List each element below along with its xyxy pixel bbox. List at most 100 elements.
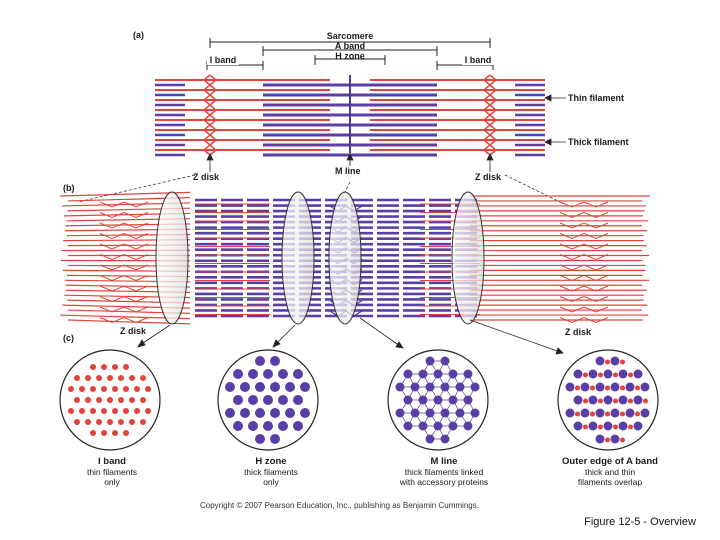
thick-filament-dot	[633, 395, 643, 405]
thick-filament-dot	[595, 382, 605, 392]
thin-filament-dot	[107, 397, 113, 403]
caption-i-band-line1: thin filaments	[86, 467, 138, 477]
thin-filament-dot	[598, 424, 603, 430]
z-disk-lattice	[559, 222, 609, 229]
thick-filament-dot	[565, 408, 575, 418]
z-disk-lattice	[559, 232, 609, 240]
thin-filament-label: Thin filament	[568, 93, 624, 103]
panel-b-3d-bundle	[59, 191, 650, 325]
thick-filament-dot	[588, 395, 598, 405]
thick-filament-dot	[633, 369, 643, 379]
thick-filament-dot	[433, 395, 443, 405]
thin-filament-dot	[118, 375, 124, 381]
panel-c-cross-sections	[59, 349, 659, 451]
z-disk-lattice	[559, 264, 609, 271]
thin-filament-dot	[598, 372, 603, 378]
thick-filament-dot	[448, 421, 458, 431]
thin-filament-dot	[96, 375, 102, 381]
copyright-notice: Copyright © 2007 Pearson Education, Inc.…	[200, 501, 479, 510]
thick-filament-dot	[410, 382, 420, 392]
disc-m-line	[328, 191, 362, 325]
z-disk-right-a-label: Z disk	[475, 172, 502, 182]
thin-filament-dot	[134, 386, 140, 392]
z-disk-lattice	[99, 232, 149, 240]
thick-filament-dot	[618, 395, 628, 405]
thin-filament-dot	[74, 375, 80, 381]
thin-filament-dot	[79, 386, 85, 392]
thin-filament-dot	[96, 419, 102, 425]
z-disk	[488, 74, 498, 156]
thick-filament-dot	[233, 369, 243, 379]
thin-filament-dot	[85, 397, 91, 403]
caption-m-line-line2: with accessory proteins	[399, 477, 489, 487]
thin-filament-dot	[129, 397, 135, 403]
caption-i-band: I band thin filaments only	[57, 457, 167, 488]
thick-filament-dot	[248, 369, 258, 379]
thin-filament-dot	[140, 375, 146, 381]
thick-filament-dot	[418, 421, 428, 431]
thin-filament-dot	[583, 424, 588, 430]
thick-filament-dot	[293, 369, 303, 379]
panel-a-sarcomere	[155, 74, 545, 157]
thick-filament-dot	[425, 382, 435, 392]
caption-a-band-edge-line1: thick and thin	[584, 467, 636, 477]
thick-filament-dot	[595, 356, 605, 366]
z-disk-right-c-label: Z disk	[565, 327, 592, 337]
a-band-label: A band	[334, 41, 366, 51]
thick-filament-dot	[440, 408, 450, 418]
disc-h-zone	[281, 191, 315, 325]
z-disk-lattice	[559, 201, 609, 208]
panel-b-to-c-arrows	[137, 317, 564, 355]
thick-filament-dot	[470, 408, 480, 418]
thick-filament-dot	[270, 382, 280, 392]
h-zone-label: H zone	[335, 51, 365, 61]
thin-filament-dot	[635, 385, 640, 391]
panel-a-brackets	[206, 38, 494, 70]
z-disk-left-a-label: Z disk	[193, 172, 220, 182]
thin-filament-dot	[118, 419, 124, 425]
thick-filament-dot	[263, 369, 273, 379]
thin-filament-dot	[90, 364, 96, 370]
z-disk-lattice	[559, 253, 609, 261]
i-band-right-label: I band	[462, 55, 494, 65]
disc-z-left	[155, 191, 189, 325]
z-disk-lattice	[99, 211, 149, 219]
thick-filament-dot	[640, 408, 650, 418]
thin-filament-dot	[598, 398, 603, 404]
thick-filament-dot	[588, 369, 598, 379]
thick-filament-dot	[248, 395, 258, 405]
thick-filament-dot	[285, 408, 295, 418]
thin-filament-dot	[112, 386, 118, 392]
thin-filament-dot	[96, 397, 102, 403]
thin-filament-dot	[583, 372, 588, 378]
thick-filament-dot	[463, 369, 473, 379]
thick-filament-dot	[440, 434, 450, 444]
thin-filament-dot	[101, 408, 107, 414]
thick-filament-dot	[240, 382, 250, 392]
caption-a-band-edge: Outer edge of A band thick and thin fila…	[548, 457, 672, 488]
thin-filament-dot	[145, 386, 151, 392]
thick-filament-dot	[293, 421, 303, 431]
z-disk-lattice	[99, 306, 149, 313]
caption-h-zone: H zone thick filaments only	[216, 457, 326, 488]
thick-filament-dot	[470, 382, 480, 392]
z-disk-lattice	[99, 274, 149, 282]
thin-filament-dot	[85, 375, 91, 381]
z-disk-lattice	[99, 222, 149, 229]
panel-a-pointers	[206, 94, 566, 172]
thin-filament-dot	[90, 408, 96, 414]
m-line-label: M line	[335, 166, 361, 176]
thin-filament-dot	[613, 372, 618, 378]
z-disk-lattice	[559, 306, 609, 313]
thick-filament-dot	[395, 382, 405, 392]
thin-filament-dot	[620, 411, 625, 417]
thick-filament-dot	[255, 434, 265, 444]
thick-filament-dot	[433, 421, 443, 431]
thick-filament-dot	[610, 356, 620, 366]
caption-m-line: M line thick filaments linked with acces…	[382, 456, 506, 488]
thick-filament-dot	[595, 408, 605, 418]
caption-m-line-title: M line	[430, 456, 458, 467]
thick-filament-dot	[263, 421, 273, 431]
panel-b-tag: (b)	[63, 183, 75, 193]
thick-filament-dot	[603, 395, 613, 405]
